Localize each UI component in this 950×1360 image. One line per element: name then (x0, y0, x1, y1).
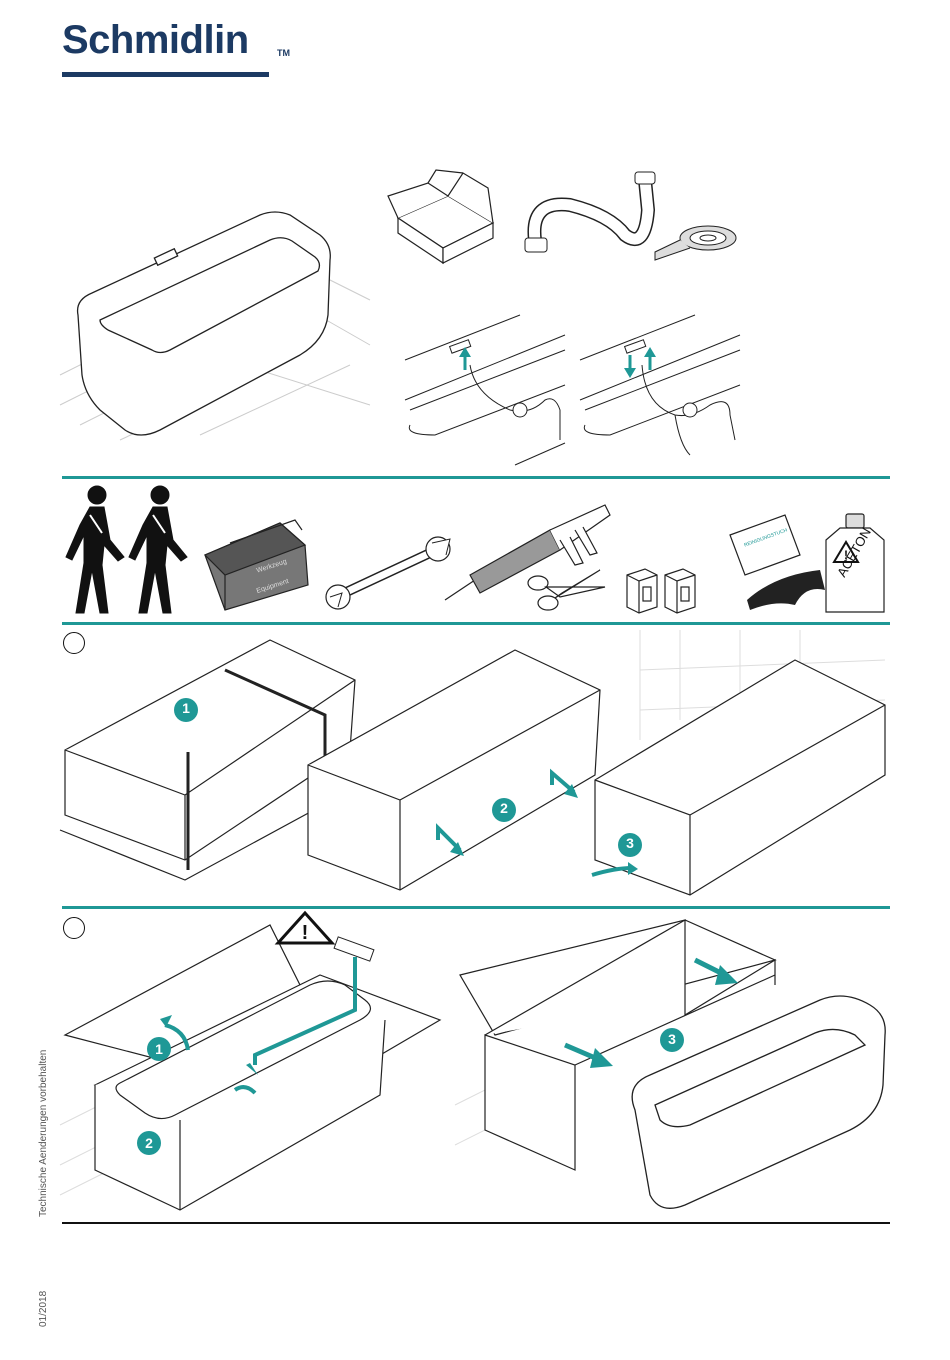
brand-trademark: TM (277, 48, 290, 58)
unpack-step-1-label: 1 (181, 700, 191, 716)
brand-name: Schmidlin (62, 18, 249, 62)
logo-underline (62, 72, 269, 77)
anchor-plugs-icon (625, 565, 700, 615)
bathtub-illustration (60, 205, 370, 445)
cleaning-cloth: REINIGUNGSTUCH (725, 515, 825, 615)
unpack-illustration (60, 630, 890, 900)
acetone-bottle: ! ACETON (822, 512, 892, 615)
section-divider-1 (62, 476, 890, 479)
side-note: Technische Aenderungen vorbehalten (38, 1050, 49, 1217)
unpack-step-2-label: 2 (499, 800, 509, 816)
open-box-illustration: ! (60, 915, 450, 1215)
section-divider-2 (62, 622, 890, 625)
wrench-icon (320, 535, 460, 615)
remove-step-1-label: 1 (154, 1041, 164, 1057)
brand-logo: Schmidlin TM (62, 18, 249, 63)
svg-text:!: ! (302, 922, 309, 944)
sealing-tape-icon (650, 220, 745, 265)
remove-step-3-label: 3 (667, 1031, 677, 1047)
scissors-icon (520, 565, 610, 615)
section-divider-3 (62, 906, 890, 909)
cleaning-cloth-icon (725, 515, 825, 615)
bottom-rule (62, 1222, 890, 1224)
overflow-install-diagram-a (405, 315, 570, 470)
unpack-step-3-label: 3 (625, 835, 635, 851)
drain-hose-icon (520, 170, 660, 260)
overflow-install-diagram-b (580, 315, 745, 470)
toolbox: Werkzeug Equipment (200, 515, 310, 615)
remove-step-2-label: 2 (144, 1135, 154, 1151)
remove-bathtub-illustration (455, 915, 890, 1215)
document-date: 01/2018 (38, 1291, 49, 1327)
packaging-box-icon (388, 168, 498, 263)
toolbox-icon (200, 515, 310, 615)
acetone-bottle-icon: ! (822, 512, 892, 615)
two-persons-icon (62, 485, 192, 615)
